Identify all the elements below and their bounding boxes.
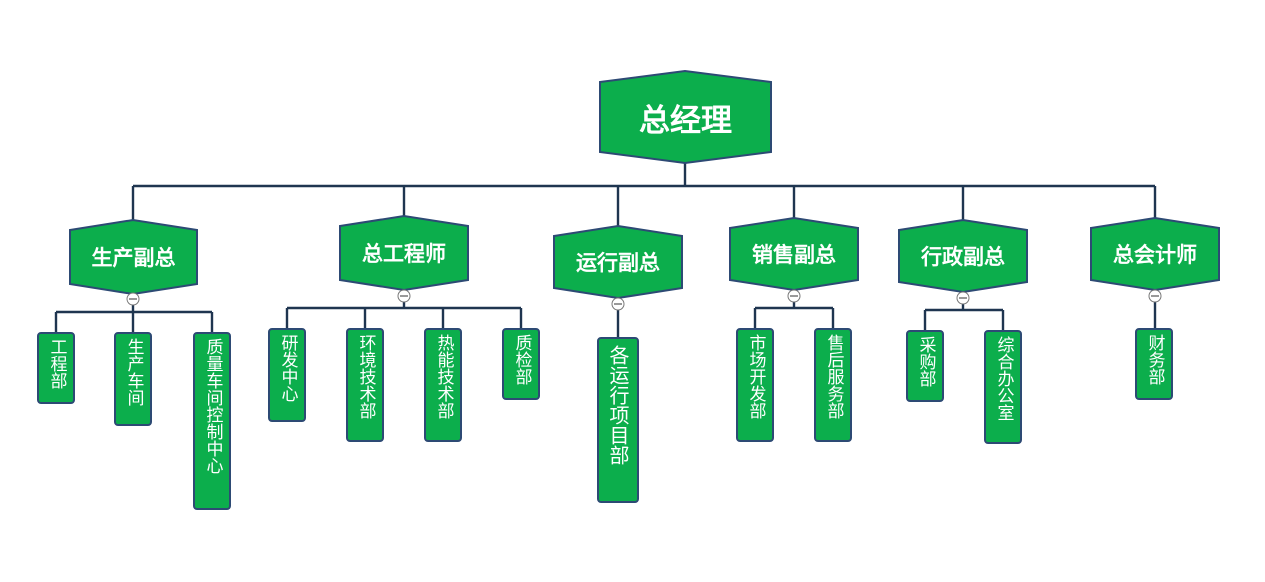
collapse-toggle-icon[interactable] xyxy=(397,289,411,303)
branch-node-label: 总工程师 xyxy=(362,242,446,266)
leaf-node: 各运行项目部 xyxy=(597,337,639,503)
root-node-shape xyxy=(599,69,772,165)
branch-node-shape xyxy=(553,224,683,300)
leaf-node: 质检部 xyxy=(502,328,540,400)
branch-node-label: 生产副总 xyxy=(91,246,176,270)
branch-node-shape xyxy=(69,218,198,296)
collapse-toggle-icon[interactable] xyxy=(611,297,625,311)
branch-node-label: 运行副总 xyxy=(576,251,660,275)
leaf-node: 热能技术部 xyxy=(424,328,462,442)
branch-node-shape xyxy=(339,214,469,292)
branch-node-label: 总会计师 xyxy=(1113,243,1197,267)
leaf-node: 研发中心 xyxy=(268,328,306,422)
collapse-toggle-icon[interactable] xyxy=(1148,289,1162,303)
collapse-toggle-icon[interactable] xyxy=(787,289,801,303)
collapse-toggle-icon[interactable] xyxy=(956,291,970,305)
branch-node-label: 行政副总 xyxy=(921,245,1005,269)
leaf-node: 质量车间控制中心 xyxy=(193,332,231,510)
leaf-node: 综合办公室 xyxy=(984,330,1022,444)
branch-node-shape xyxy=(898,218,1028,294)
leaf-node: 工程部 xyxy=(37,332,75,404)
root-node-label: 总经理 xyxy=(639,102,732,139)
leaf-node: 环境技术部 xyxy=(346,328,384,442)
leaf-node: 售后服务部 xyxy=(814,328,852,442)
branch-node-shape xyxy=(729,216,859,292)
collapse-toggle-icon[interactable] xyxy=(126,292,140,306)
branch-node-shape xyxy=(1090,216,1220,292)
leaf-node: 市场开发部 xyxy=(736,328,774,442)
leaf-node: 生产车间 xyxy=(114,332,152,426)
leaf-node: 财务部 xyxy=(1135,328,1173,400)
leaf-node: 采购部 xyxy=(906,330,944,402)
branch-node-label: 销售副总 xyxy=(752,243,836,267)
